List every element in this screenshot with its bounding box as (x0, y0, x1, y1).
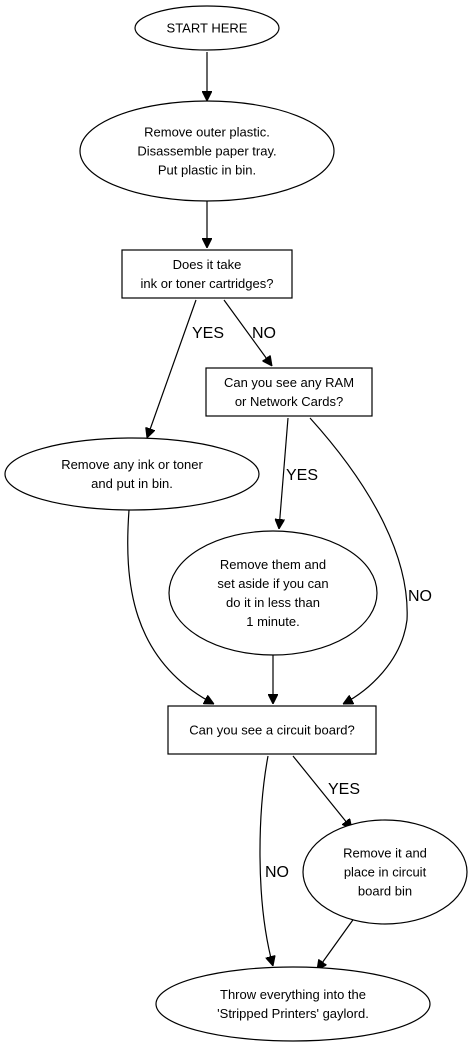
edge-label-no: NO (252, 325, 276, 342)
node-remove-ram: Remove them and set aside if you can do it… (168, 530, 378, 656)
ellipse-shape (4, 437, 260, 511)
edge-arrow (309, 417, 408, 705)
node-text-line: and put in bin. (91, 476, 173, 491)
nodes-layer: START HERE Remove outer plastic. Disassemb… (4, 5, 468, 1042)
edge-ink-question-to-ram-question: NO (223, 299, 276, 366)
node-text-line: ink or toner cartridges? (141, 276, 274, 291)
node-text-line: or Network Cards? (235, 394, 343, 409)
edge-label-yes: YES (328, 781, 360, 798)
edge-arrow (292, 755, 352, 829)
edge-label-yes: YES (192, 325, 224, 342)
edge-arrow (317, 916, 356, 970)
node-text-line: set aside if you can (217, 576, 328, 591)
node-circuit-question: Can you see a circuit board? (167, 705, 377, 755)
edge-label-no: NO (408, 588, 432, 605)
node-text-line: 1 minute. (246, 614, 299, 629)
node-remove-board: Remove it and place in circuit board bin (302, 819, 468, 925)
box-shape (121, 249, 293, 299)
node-remove-plastic: Remove outer plastic. Disassemble paper t… (79, 100, 335, 202)
edge-remove-ink-to-circuit-question (127, 509, 214, 705)
edge-ram-question-to-remove-ram: YES (279, 417, 318, 529)
edge-circuit-question-to-remove-board: YES (292, 755, 360, 829)
node-throw-away: Throw everything into the 'Stripped Print… (155, 966, 431, 1042)
node-text-line: Remove any ink or toner (61, 457, 203, 472)
ellipse-shape (168, 530, 378, 656)
edge-arrow (147, 299, 197, 438)
node-text-line: Put plastic in bin. (158, 163, 256, 178)
node-text-line: START HERE (167, 21, 248, 36)
edge-label-yes: YES (286, 467, 318, 484)
edge-arrow (259, 755, 273, 966)
edge-arrow (223, 299, 272, 366)
node-text-line: board bin (358, 884, 412, 899)
ellipse-shape (79, 100, 335, 202)
node-text-line: Can you see a circuit board? (189, 723, 354, 738)
node-text-line: Remove it and (343, 846, 427, 861)
edge-remove-board-to-throw-away (317, 916, 356, 970)
node-ink-question: Does it take ink or toner cartridges? (121, 249, 293, 299)
node-start: START HERE (134, 5, 280, 51)
edge-ink-question-to-remove-ink: YES (147, 299, 224, 438)
node-text-line: Can you see any RAM (224, 375, 354, 390)
node-text-line: Remove them and (220, 557, 326, 572)
edge-label-no: NO (265, 864, 289, 881)
edge-arrow (127, 509, 214, 705)
node-ram-question: Can you see any RAM or Network Cards? (205, 367, 373, 417)
node-text-line: Throw everything into the (220, 987, 366, 1002)
edge-circuit-question-to-throw-away: NO (259, 755, 289, 966)
edge-ram-question-to-circuit-question: NO (309, 417, 432, 705)
edge-arrow (279, 417, 289, 529)
node-remove-ink: Remove any ink or toner and put in bin. (4, 437, 260, 511)
ellipse-shape (134, 5, 280, 51)
box-shape (205, 367, 373, 417)
node-text-line: 'Stripped Printers' gaylord. (217, 1006, 369, 1021)
box-shape (167, 705, 377, 755)
node-text-line: place in circuit (344, 865, 427, 880)
node-text-line: Disassemble paper tray. (137, 144, 276, 159)
ellipse-shape (302, 819, 468, 925)
node-text-line: Remove outer plastic. (144, 125, 270, 140)
edges-layer: YES NO YES NO YES NO (127, 52, 432, 970)
ellipse-shape (155, 966, 431, 1042)
node-text-line: Does it take (173, 257, 242, 272)
node-text-line: do it in less than (226, 595, 320, 610)
